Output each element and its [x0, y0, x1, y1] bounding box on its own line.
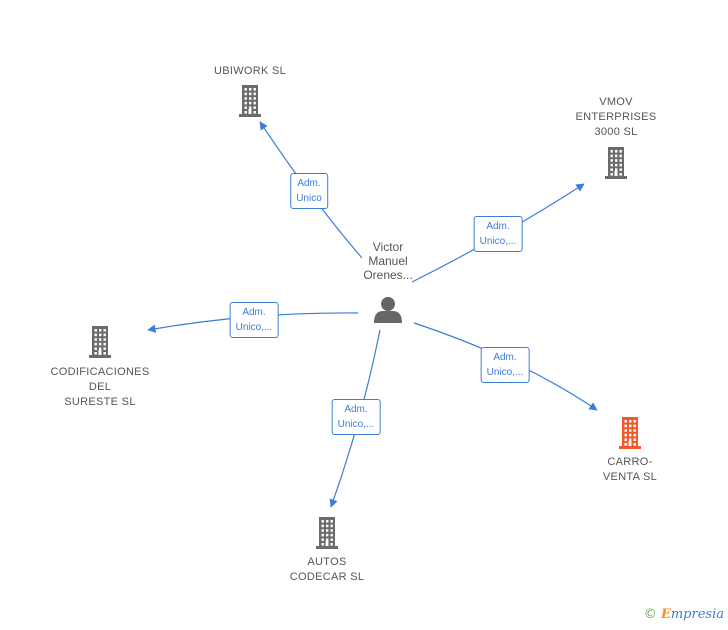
relation-text: Unico,... [486, 367, 524, 378]
relation-box-codificaciones[interactable]: Adm. Unico,... [229, 302, 279, 338]
person-name-line: Orenes... [363, 268, 413, 282]
brand-name: mpresia [670, 607, 724, 622]
relation-text: Adm. [242, 307, 266, 318]
company-label-line: AUTOS [307, 556, 347, 568]
person-icon[interactable] [374, 297, 402, 323]
company-label-codificaciones[interactable]: CODIFICACIONES DEL SURESTE SL [51, 365, 150, 410]
company-label-line: ENTERPRISES [575, 111, 657, 123]
company-label-line: SURESTE SL [64, 396, 136, 408]
relation-box-carroventa[interactable]: Adm. Unico,... [480, 347, 530, 383]
brand-initial: E [660, 607, 671, 622]
relation-box-autos[interactable]: Adm. Unico,... [331, 399, 381, 435]
relation-text: Adm. [486, 221, 510, 232]
relation-text: Unico,... [337, 419, 375, 430]
building-icon[interactable] [89, 326, 111, 358]
company-label-line: CARRO- [607, 456, 653, 468]
company-label-line: 3000 SL [594, 126, 638, 138]
company-label-autos[interactable]: AUTOS CODECAR SL [290, 555, 365, 585]
relation-text: Adm. [297, 178, 321, 189]
person-name-line: Victor [372, 240, 404, 254]
company-label-line: VENTA SL [602, 471, 658, 483]
company-label-carroventa[interactable]: CARRO- VENTA SL [603, 455, 657, 485]
copyright-symbol: © [643, 607, 657, 622]
building-icon[interactable] [316, 517, 338, 549]
company-label-ubiwork[interactable]: UBIWORK SL [214, 64, 286, 79]
relation-text: Unico,... [235, 322, 273, 333]
company-label-line: CODECAR SL [289, 571, 365, 583]
building-icon[interactable] [239, 85, 261, 117]
relation-box-vmov[interactable]: Adm. Unico,... [473, 216, 523, 252]
company-label-line: VMOV [599, 96, 633, 108]
relation-text: Unico [296, 193, 322, 204]
company-label-line: CODIFICACIONES [50, 366, 150, 378]
company-label-line: UBIWORK SL [213, 65, 287, 77]
building-icon[interactable] [619, 417, 641, 449]
relation-text: Adm. [344, 404, 368, 415]
person-name-line: Manuel [368, 254, 408, 268]
company-label-line: DEL [88, 381, 112, 393]
building-icon[interactable] [605, 147, 627, 179]
relation-text: Adm. [493, 352, 517, 363]
empresia-watermark: © Empresia [644, 607, 724, 622]
relation-text: Unico,... [479, 236, 517, 247]
company-label-vmov[interactable]: VMOV ENTERPRISES 3000 SL [576, 95, 657, 140]
relation-box-ubiwork[interactable]: Adm. Unico [290, 173, 328, 209]
